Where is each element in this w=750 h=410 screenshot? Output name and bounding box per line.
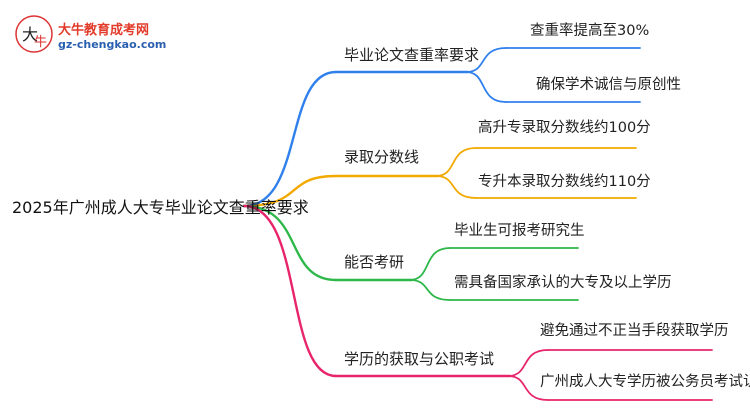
root-topic: 2025年广州成人大专毕业论文查重率要求 [12, 198, 309, 217]
leaf-connector-3-0 [507, 349, 549, 377]
branch-connector-3 [242, 204, 338, 378]
branch-connector-0 [242, 70, 338, 208]
svg-text:牛: 牛 [34, 35, 47, 50]
site-logo[interactable]: 大 牛 大牛教育成考网 gz-chengkao.com [14, 14, 174, 54]
leaf-connector-0-1 [465, 71, 507, 103]
leaf-academic-integrity: 确保学术诚信与原创性 [536, 77, 681, 93]
leaf-connector-2-0 [409, 247, 451, 281]
branch-admission-score: 录取分数线 [344, 148, 420, 166]
logo-url: gz-chengkao.com [58, 38, 167, 51]
leaf-zhuanshengben-score: 专升本录取分数线约110分 [478, 174, 651, 190]
branch-degree-civil-exam: 学历的获取与公职考试 [344, 350, 495, 368]
branch-postgraduate: 能否考研 [344, 253, 405, 271]
leaf-connector-1-0 [435, 147, 477, 177]
logo-title: 大牛教育成考网 [58, 23, 150, 38]
branch-connector-1 [242, 174, 338, 208]
svg-text:大: 大 [22, 25, 38, 44]
branch-thesis-requirement: 毕业论文查重率要求 [344, 46, 480, 64]
leaf-avoid-improper-means: 避免通过不正当手段获取学历 [540, 323, 729, 339]
leaf-thesis-rate: 查重率提高至30% [530, 23, 650, 39]
niu-logo-icon: 大 牛 [15, 15, 53, 53]
leaf-connector-2-1 [409, 279, 451, 301]
leaf-connector-1-1 [435, 175, 477, 199]
leaf-connector-0-0 [465, 47, 507, 73]
leaf-connector-3-1 [507, 375, 549, 401]
leaf-gaoshengzhuan-score: 高升专录取分数线约100分 [478, 120, 651, 136]
leaf-civil-exam-recognized: 广州成人大专学历被公务员考试认可 [540, 374, 750, 390]
leaf-can-apply-postgrad: 毕业生可报考研究生 [454, 223, 585, 239]
branch-connector-2 [242, 204, 338, 282]
leaf-degree-requirement: 需具备国家承认的大专及以上学历 [454, 275, 672, 291]
